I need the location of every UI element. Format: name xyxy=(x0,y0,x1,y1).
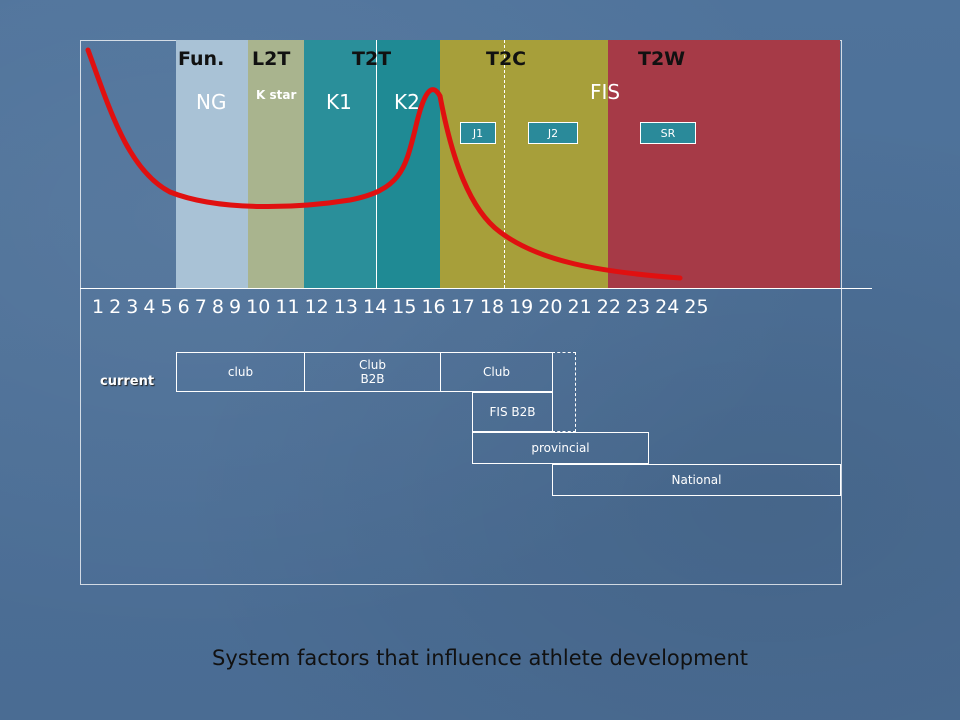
age-axis-labels: 1 2 3 4 5 6 7 8 9 10 11 12 13 14 15 16 1… xyxy=(92,296,709,318)
band-t2w xyxy=(608,40,840,288)
band-t2c xyxy=(440,40,608,288)
stage-l2t: L2T xyxy=(252,48,291,70)
band-k2 xyxy=(376,40,441,288)
tag-j2: J2 xyxy=(528,122,578,144)
sub-k1: K1 xyxy=(326,90,352,114)
slide-caption: System factors that influence athlete de… xyxy=(211,646,749,670)
tag-sr: SR xyxy=(640,122,696,144)
band-dashed-divider xyxy=(504,40,505,288)
band-ng xyxy=(176,40,248,288)
stage-t2c: T2C xyxy=(486,48,527,70)
band-kstar xyxy=(248,40,304,288)
stage-t2t: T2T xyxy=(352,48,392,70)
box-provincial: provincial xyxy=(472,432,649,464)
sub-k2: K2 xyxy=(394,90,420,114)
stage-fun: Fun. xyxy=(178,48,225,70)
box-club-b2b: Club B2B xyxy=(304,352,441,392)
stage-t2w: T2W xyxy=(638,48,686,70)
box-fis-b2b: FIS B2B xyxy=(472,392,553,432)
box-dashed-extension xyxy=(552,352,576,432)
sub-ng: NG xyxy=(196,90,227,114)
band-k1 xyxy=(304,40,376,288)
box-club-2: Club xyxy=(440,352,553,392)
box-national: National xyxy=(552,464,841,496)
current-label: current xyxy=(100,374,155,389)
box-club: club xyxy=(176,352,305,392)
tag-j1: J1 xyxy=(460,122,496,144)
axis-line xyxy=(80,288,872,289)
sub-fis: FIS xyxy=(590,80,621,104)
sub-kstar: K star xyxy=(256,88,297,102)
